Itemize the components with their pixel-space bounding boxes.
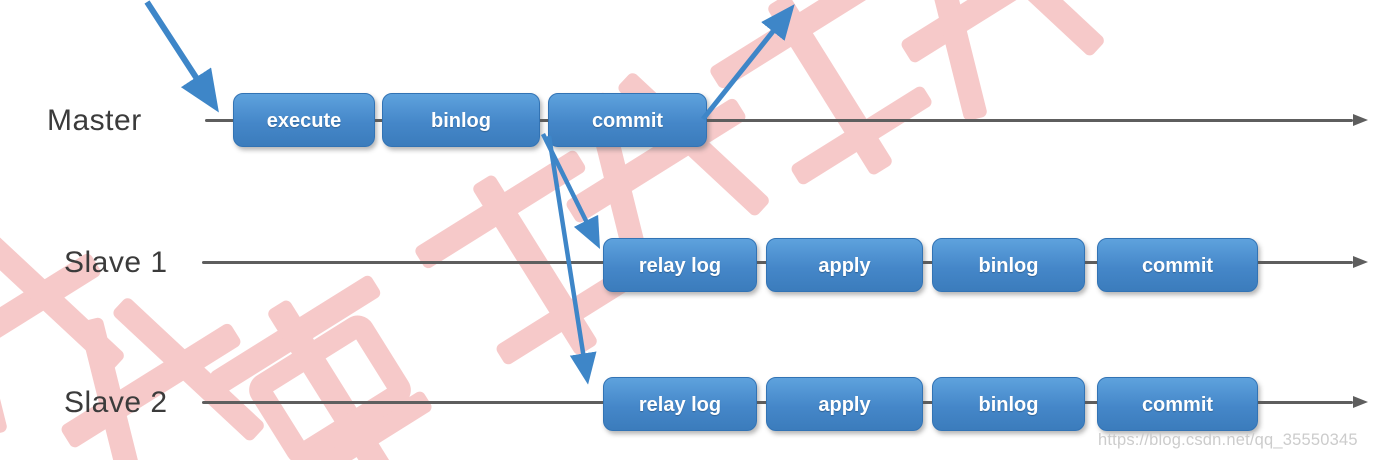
slave1-node-apply: apply — [766, 238, 923, 292]
watermark-glyph — [61, 298, 264, 460]
arrow-master-commit-up — [701, 4, 795, 121]
arrow-into-master — [144, 0, 219, 113]
slave2-timeline-arrowhead — [1353, 396, 1368, 408]
slave2-node-relay-log: relay log — [603, 377, 757, 431]
master-timeline — [205, 119, 1353, 122]
slave2-node-commit: commit — [1097, 377, 1258, 431]
csdn-url-watermark: https://blog.csdn.net/qq_35550345 — [1098, 431, 1358, 449]
master-node-binlog: binlog — [382, 93, 540, 147]
row-label-slave2: Slave 2 — [64, 386, 168, 419]
slave1-node-binlog: binlog — [932, 238, 1085, 292]
slave1-node-commit: commit — [1097, 238, 1258, 292]
arrow-binlog-to-slave1-relay — [540, 133, 600, 250]
watermark-glyph — [710, 0, 932, 185]
slave2-node-binlog: binlog — [932, 377, 1085, 431]
slave1-node-relay-log: relay log — [603, 238, 757, 292]
slave1-timeline-arrowhead — [1353, 256, 1368, 268]
arrow-binlog-to-slave2-relay — [546, 135, 597, 385]
master-node-commit: commit — [548, 93, 707, 147]
watermark-glyph — [210, 275, 432, 460]
row-label-master: Master — [47, 104, 142, 137]
row-label-slave1: Slave 1 — [64, 246, 168, 279]
master-timeline-arrowhead — [1353, 114, 1368, 126]
slave2-node-apply: apply — [766, 377, 923, 431]
master-node-execute: execute — [233, 93, 375, 147]
